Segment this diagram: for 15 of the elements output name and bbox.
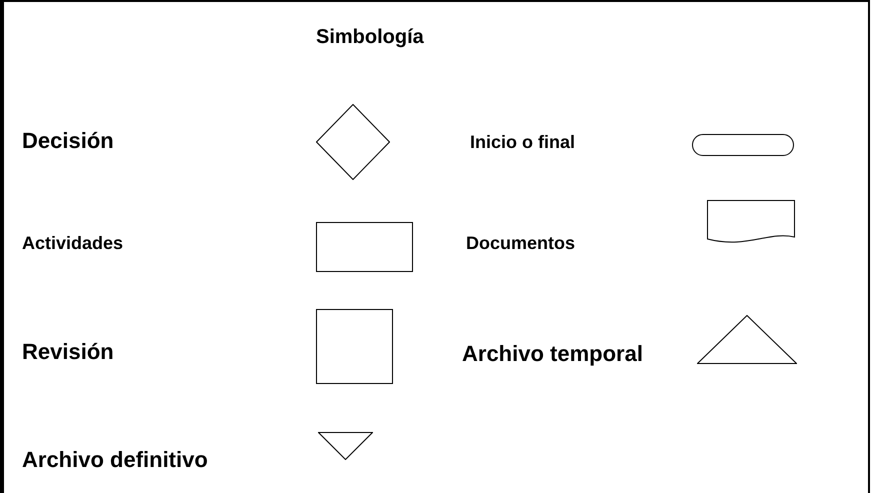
diamond-symbol <box>316 104 390 180</box>
square-symbol <box>316 309 393 384</box>
symbol-label: Decisión <box>22 127 114 154</box>
title: Simbología <box>316 25 424 50</box>
downtriangle-symbol <box>318 432 373 460</box>
symbol-label: Documentos <box>466 232 576 254</box>
rectangle-symbol <box>316 222 413 272</box>
symbol-label: Actividades <box>22 232 124 254</box>
symbol-label: Revisión <box>22 338 114 366</box>
symbol-label: Inicio o final <box>470 131 576 154</box>
symbol-label: Archivo temporal <box>462 340 643 368</box>
pill-symbol <box>692 134 794 156</box>
document-symbol <box>707 200 795 245</box>
triangle-symbol <box>697 315 797 364</box>
symbol-label: Archivo definitivo <box>22 446 208 474</box>
